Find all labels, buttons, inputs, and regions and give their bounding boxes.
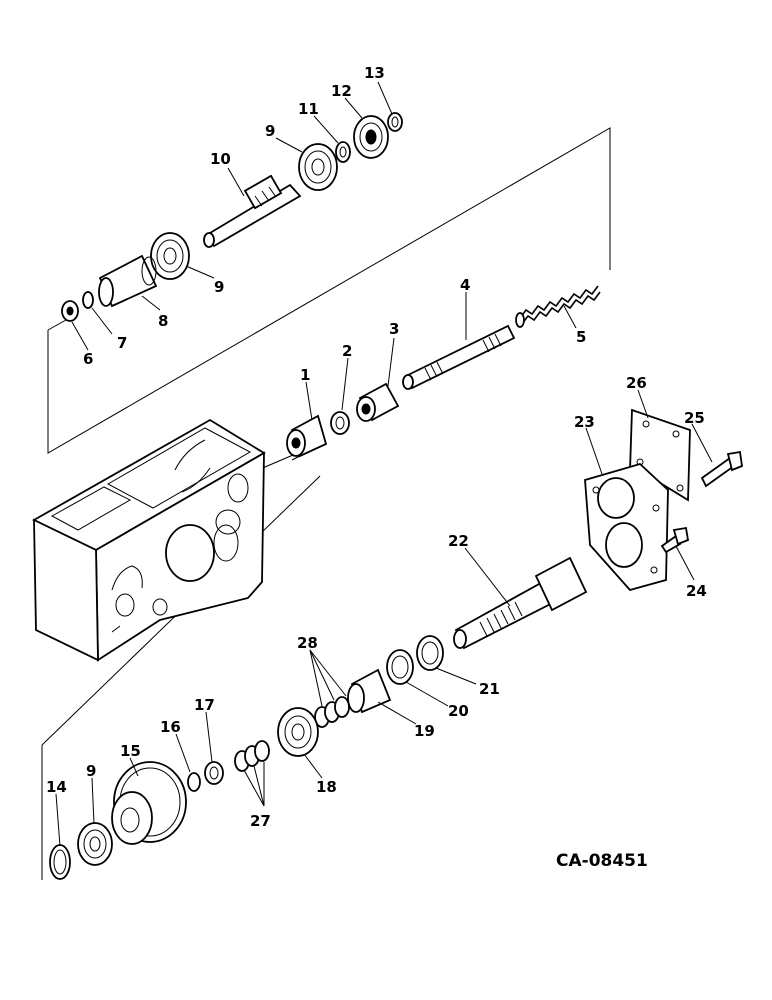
part-3-coupler bbox=[356, 382, 400, 422]
part-8-sleeve bbox=[98, 254, 158, 308]
part-7-snap-ring bbox=[82, 291, 94, 309]
part-1-housing-collar bbox=[286, 414, 328, 458]
callout-24: 24 bbox=[686, 582, 707, 600]
part-19-sleeve bbox=[347, 668, 392, 714]
callout-27: 27 bbox=[250, 812, 271, 830]
part-17-washer bbox=[204, 761, 224, 785]
callout-labels: 13 12 11 9 10 9 8 7 6 4 5 3 2 1 26 23 25… bbox=[46, 64, 707, 830]
part-5-spring bbox=[515, 285, 601, 328]
callout-14: 14 bbox=[46, 778, 67, 796]
callout-22: 22 bbox=[448, 532, 469, 550]
part-21-bearing-race bbox=[416, 635, 444, 671]
part-9-bearing-lower bbox=[77, 822, 113, 866]
part-25-bolt bbox=[700, 450, 743, 488]
part-23-plate bbox=[584, 462, 669, 592]
part-11-spacer-ring bbox=[335, 141, 351, 163]
callout-leader-lines bbox=[55, 81, 713, 847]
callout-3: 3 bbox=[389, 320, 399, 338]
callout-5: 5 bbox=[576, 328, 586, 346]
part-20-needle-bearing bbox=[386, 649, 414, 685]
callout-13: 13 bbox=[364, 64, 385, 82]
callout-28: 28 bbox=[297, 634, 318, 652]
part-18-bearing bbox=[277, 707, 319, 757]
callout-15: 15 bbox=[120, 742, 141, 760]
callout-1: 1 bbox=[300, 366, 310, 384]
part-14-snap-ring bbox=[49, 844, 71, 880]
callout-18: 18 bbox=[316, 778, 337, 796]
part-12-gear-bearing bbox=[353, 115, 389, 159]
part-28-shims bbox=[314, 696, 350, 728]
gearbox-housing bbox=[32, 418, 266, 662]
part-15-gear bbox=[111, 761, 187, 845]
callout-16: 16 bbox=[160, 718, 181, 736]
part-4-shaft bbox=[402, 324, 516, 390]
drawing-code: CA-08451 bbox=[556, 851, 648, 871]
callout-7: 7 bbox=[117, 334, 127, 352]
callout-25: 25 bbox=[684, 409, 705, 427]
part-2-bushing bbox=[330, 411, 350, 435]
callout-17: 17 bbox=[194, 696, 215, 714]
callout-20: 20 bbox=[448, 702, 469, 720]
callout-12: 12 bbox=[331, 82, 352, 100]
part-9-bearing-upper bbox=[298, 143, 338, 191]
part-16-snap-ring bbox=[187, 772, 201, 792]
callout-26: 26 bbox=[626, 374, 647, 392]
callout-9-middle: 9 bbox=[214, 278, 224, 296]
part-13-snap-ring bbox=[387, 112, 403, 132]
part-9-bearing-middle bbox=[150, 232, 190, 280]
callout-11: 11 bbox=[298, 100, 319, 118]
part-6-nut bbox=[61, 300, 79, 322]
callout-23: 23 bbox=[574, 413, 595, 431]
callout-21: 21 bbox=[479, 680, 500, 698]
callout-19: 19 bbox=[414, 722, 435, 740]
callout-9-lower: 9 bbox=[86, 762, 96, 780]
part-10-input-shaft bbox=[203, 174, 302, 248]
callout-10: 10 bbox=[210, 150, 231, 168]
part-22-output-shaft bbox=[453, 556, 588, 650]
callout-9-upper: 9 bbox=[265, 122, 275, 140]
callout-6: 6 bbox=[83, 350, 93, 368]
callout-8: 8 bbox=[158, 312, 168, 330]
callout-4: 4 bbox=[460, 276, 470, 294]
callout-2: 2 bbox=[342, 342, 352, 360]
part-27-shims bbox=[234, 740, 270, 772]
part-24-bolt bbox=[660, 526, 690, 554]
